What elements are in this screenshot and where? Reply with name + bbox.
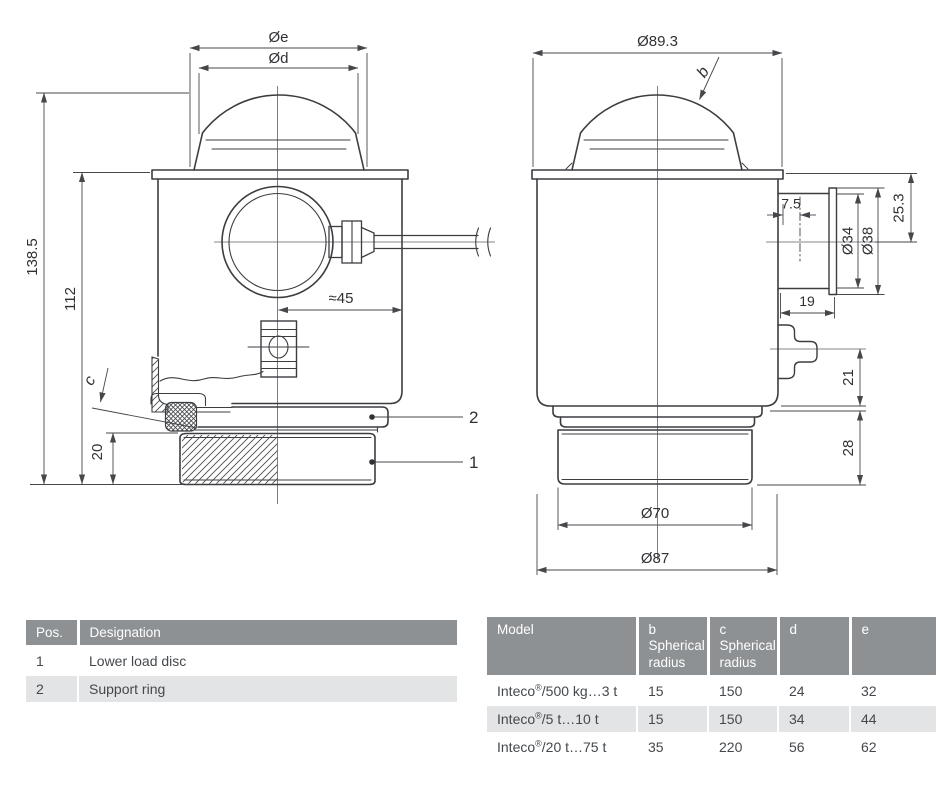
registered-trademark-symbol: ® <box>535 738 542 749</box>
model-spec-table: Model b Spherical radius c Spherical rad… <box>487 617 936 763</box>
model-cell-c: 150 <box>708 676 779 707</box>
side-view: Ø89.3 b 7.5 Ø34 Ø38 25.3 19 21 28 Ø70 Ø8… <box>531 33 917 575</box>
dim-label-o38: Ø38 <box>860 227 877 255</box>
dim-label-20: 20 <box>89 444 106 461</box>
model-range: /500 kg…3 t <box>541 683 618 700</box>
dim-label-28: 28 <box>840 440 857 457</box>
model-cell-e: 62 <box>850 733 936 763</box>
model-cell-e: 44 <box>850 705 936 735</box>
parts-table-row: 1 Lower load disc <box>26 646 457 677</box>
model-brand: Inteco <box>497 683 536 700</box>
model-header-model: Model <box>487 617 639 679</box>
parts-cell-pos: 1 <box>26 646 79 677</box>
dim-label-o89-3: Ø89.3 <box>637 33 678 50</box>
parts-table-header-row: Pos. Designation <box>26 620 457 649</box>
front-section-hatching <box>151 356 278 484</box>
front-outline <box>151 94 409 486</box>
side-outline <box>531 94 838 485</box>
model-table-row: Inteco®/500 kg…3 t 15 150 24 32 <box>487 676 936 707</box>
front-centerlines <box>214 86 495 504</box>
model-cell-name: Inteco®/500 kg…3 t <box>487 676 638 707</box>
model-range: /20 t…75 t <box>541 739 607 756</box>
dim-label-7-5: 7.5 <box>781 196 801 212</box>
model-header-e: e <box>850 617 936 679</box>
model-cell-c: 220 <box>708 733 779 763</box>
model-range: /5 t…10 t <box>541 711 599 728</box>
dim-label-o70: Ø70 <box>641 505 669 522</box>
model-cell-b: 35 <box>637 733 709 763</box>
dim-label-112: 112 <box>62 287 79 311</box>
dim-label-oe: Øe <box>268 29 288 46</box>
dim-label-approx45: ≈45 <box>329 290 354 307</box>
model-header-d: d <box>778 617 852 679</box>
model-brand: Inteco <box>497 711 536 728</box>
front-view: Øe Ød 138.5 112 20 ≈45 c 2 1 <box>24 29 495 504</box>
callout-1-lower-load-disc: 1 <box>469 453 478 472</box>
parts-table: Pos. Designation 1 Lower load disc 2 Sup… <box>26 620 457 705</box>
model-cell-d: 24 <box>778 676 851 707</box>
parts-header-designation: Designation <box>78 620 457 649</box>
registered-trademark-symbol: ® <box>535 682 542 693</box>
side-dimensions <box>532 49 917 575</box>
parts-header-pos: Pos. <box>26 620 80 649</box>
model-cell-name: Inteco®/20 t…75 t <box>487 733 638 763</box>
model-cell-name: Inteco®/5 t…10 t <box>487 705 638 735</box>
dim-label-o87: Ø87 <box>641 550 669 567</box>
parts-cell-designation: Lower load disc <box>78 646 457 677</box>
dim-label-138-5: 138.5 <box>24 238 41 276</box>
callout-2-support-ring: 2 <box>469 408 478 427</box>
registered-trademark-symbol: ® <box>535 710 542 721</box>
model-cell-c: 150 <box>708 705 779 735</box>
parts-cell-designation: Support ring <box>78 675 457 705</box>
dim-label-c: c <box>81 373 100 388</box>
model-cell-b: 15 <box>637 705 709 735</box>
side-centerlines <box>657 86 915 560</box>
dim-label-25-3: 25.3 <box>891 193 908 222</box>
model-table-row: Inteco®/20 t…75 t 35 220 56 62 <box>487 733 936 763</box>
parts-cell-pos: 2 <box>26 675 79 705</box>
dim-label-o34: Ø34 <box>840 227 857 255</box>
model-brand: Inteco <box>497 739 536 756</box>
model-header-c: c Spherical radius <box>708 617 780 679</box>
load-cell-technical-drawing: Øe Ød 138.5 112 20 ≈45 c 2 1 <box>24 29 917 575</box>
model-cell-e: 32 <box>850 676 936 707</box>
model-cell-d: 34 <box>778 705 851 735</box>
model-cell-b: 15 <box>637 676 709 707</box>
model-table-header-row: Model b Spherical radius c Spherical rad… <box>487 617 936 679</box>
front-details <box>150 139 492 481</box>
parts-table-row: 2 Support ring <box>26 675 457 705</box>
side-details <box>561 139 801 481</box>
dim-label-21: 21 <box>840 369 857 386</box>
dim-label-b: b <box>694 64 713 81</box>
model-header-b: b Spherical radius <box>637 617 710 679</box>
dim-label-od: Ød <box>268 50 288 67</box>
model-table-row: Inteco®/5 t…10 t 15 150 34 44 <box>487 705 936 735</box>
model-cell-d: 56 <box>778 733 851 763</box>
front-dimensions <box>30 44 463 485</box>
dim-label-19: 19 <box>799 293 815 309</box>
